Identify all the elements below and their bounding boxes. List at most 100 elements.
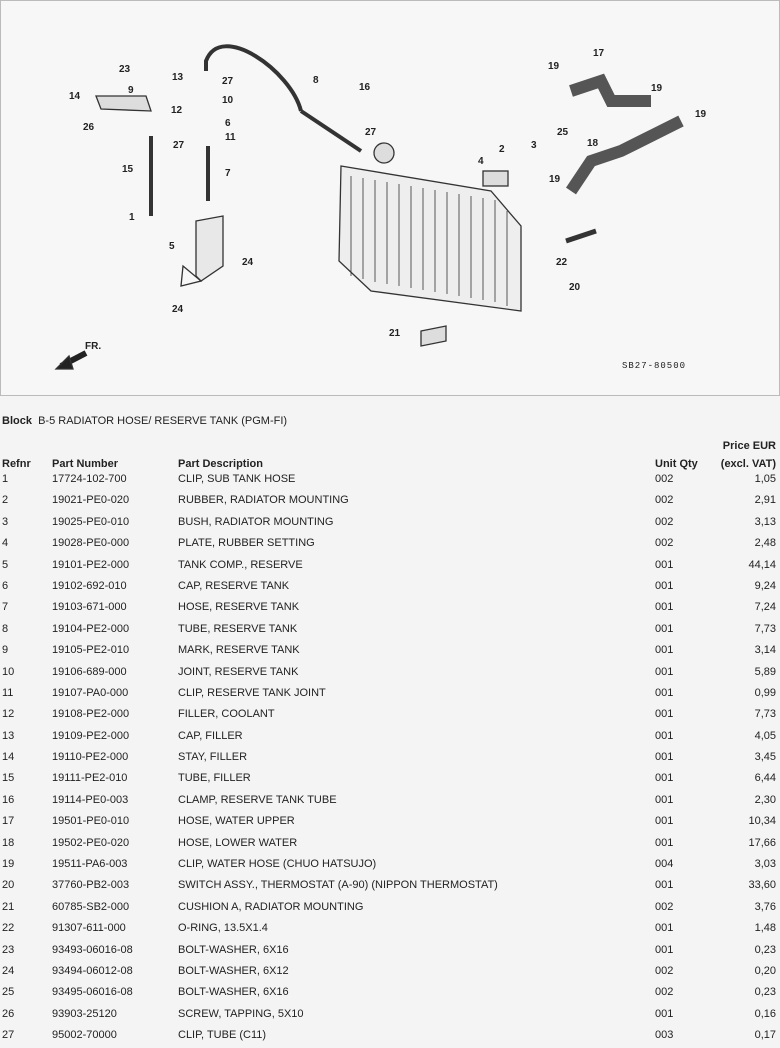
part-number-cell: 93494-06012-08: [52, 964, 133, 977]
refnr-cell: 12: [2, 708, 15, 721]
callout-27: 27: [365, 127, 377, 138]
qty-cell: 004: [655, 858, 674, 871]
part-number-cell: 19111-PE2-010: [52, 772, 128, 785]
refnr-cell: 19: [2, 858, 15, 871]
description-cell: TUBE, FILLER: [178, 772, 251, 785]
refnr-cell: 3: [2, 515, 9, 528]
description-cell: HOSE, WATER UPPER: [178, 815, 295, 828]
qty-cell: 001: [655, 579, 674, 592]
price-cell: 3,45: [754, 751, 776, 764]
part-number-cell: 19102-692-010: [52, 579, 127, 592]
price-cell: 0,23: [754, 986, 776, 999]
callout-19: 19: [549, 174, 561, 185]
description-cell: BOLT-WASHER, 6X16: [178, 943, 289, 956]
description-cell: TUBE, RESERVE TANK: [178, 622, 298, 635]
part-number-cell: 17724-102-700: [52, 473, 127, 485]
callout-27: 27: [173, 140, 185, 151]
qty-cell: 002: [655, 494, 674, 507]
callout-12: 12: [171, 105, 183, 116]
part-number-cell: 19104-PE2-000: [52, 622, 130, 635]
qty-cell: 001: [655, 751, 674, 764]
refnr-cell: 13: [2, 729, 15, 742]
description-cell: BOLT-WASHER, 6X12: [178, 964, 289, 977]
qty-cell: 001: [655, 622, 674, 635]
callout-25: 25: [557, 127, 569, 138]
callout-4: 4: [478, 156, 484, 167]
qty-cell: 001: [655, 879, 674, 892]
qty-cell: 001: [655, 558, 674, 571]
price-cell: 7,24: [754, 601, 776, 614]
qty-cell: 001: [655, 1007, 674, 1020]
callout-21: 21: [389, 328, 401, 339]
part-number-cell: 19110-PE2-000: [52, 751, 129, 764]
callout-18: 18: [587, 138, 599, 149]
price-cell: 0,17: [754, 1029, 776, 1042]
refnr-cell: 20: [2, 879, 15, 892]
price-cell: 0,16: [754, 1007, 776, 1020]
price-cell: 3,76: [754, 900, 776, 913]
part-number-cell: 37760-PB2-003: [52, 879, 130, 892]
description-cell: CLAMP, RESERVE TANK TUBE: [178, 793, 337, 806]
callout-8: 8: [313, 75, 319, 86]
price-cell: 10,34: [748, 815, 776, 828]
description-cell: CAP, RESERVE TANK: [178, 579, 290, 592]
callout-23: 23: [119, 64, 131, 75]
description-cell: CLIP, RESERVE TANK JOINT: [178, 686, 326, 699]
qty-cell: 002: [655, 473, 674, 485]
description-cell: HOSE, LOWER WATER: [178, 836, 298, 849]
price-cell: 44,14: [748, 558, 776, 571]
part-number-header: Part Number: [52, 458, 119, 470]
refnr-cell: 26: [2, 1007, 15, 1020]
price-cell: 2,48: [754, 537, 776, 550]
price-cell: 3,13: [754, 515, 776, 528]
description-cell: PLATE, RUBBER SETTING: [178, 537, 315, 550]
qty-cell: 003: [655, 1029, 674, 1042]
refnr-cell: 5: [2, 558, 9, 571]
qty-cell: 002: [655, 515, 674, 528]
refnr-cell: 17: [2, 815, 15, 828]
callout-19: 19: [695, 109, 707, 120]
qty-cell: 001: [655, 601, 674, 614]
qty-cell: 001: [655, 644, 674, 657]
qty-cell: 001: [655, 815, 674, 828]
part-number-cell: 19021-PE0-020: [52, 494, 130, 507]
refnr-cell: 14: [2, 751, 15, 764]
refnr-cell: 4: [2, 537, 9, 550]
callout-13: 13: [172, 72, 184, 83]
callout-20: 20: [569, 282, 581, 293]
block-name: B-5 RADIATOR HOSE/ RESERVE TANK (PGM-FI): [38, 415, 288, 427]
refnr-cell: 15: [2, 772, 15, 785]
qty-cell: 002: [655, 900, 674, 913]
qty-cell: 001: [655, 665, 674, 678]
description-cell: JOINT, RESERVE TANK: [178, 665, 299, 678]
part-number-cell: 91307-611-000: [52, 922, 126, 935]
description-cell: HOSE, RESERVE TANK: [178, 601, 300, 614]
refnr-cell: 24: [2, 964, 15, 977]
part-number-cell: 93493-06016-08: [52, 943, 133, 956]
part-number-cell: 19103-671-000: [52, 601, 127, 614]
description-cell: CAP, FILLER: [178, 729, 243, 742]
price-header-line1: Price EUR: [722, 440, 776, 452]
price-cell: 2,30: [754, 793, 776, 806]
description-cell: RUBBER, RADIATOR MOUNTING: [178, 494, 349, 507]
callout-26: 26: [83, 122, 95, 133]
price-cell: 1,05: [754, 473, 776, 485]
description-cell: BUSH, RADIATOR MOUNTING: [178, 515, 334, 528]
description-cell: FILLER, COOLANT: [178, 708, 275, 721]
refnr-header: Refnr: [2, 458, 31, 470]
refnr-cell: 21: [2, 900, 15, 913]
